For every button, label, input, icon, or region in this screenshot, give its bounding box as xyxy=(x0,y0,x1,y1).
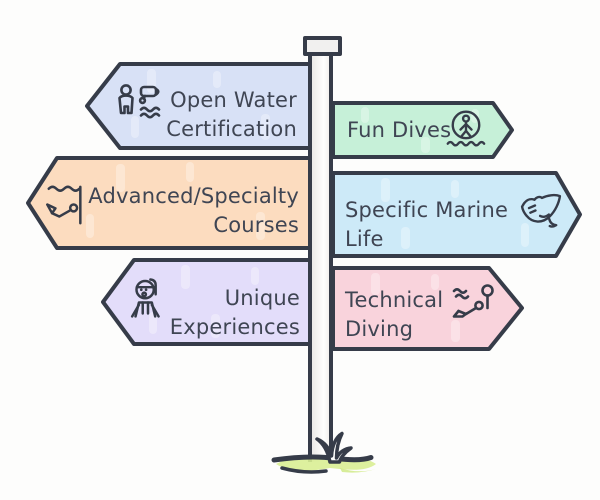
grass-patch-shadow xyxy=(340,468,376,473)
sign-label: Open Water Certification xyxy=(166,86,297,144)
sign-plate xyxy=(85,62,313,150)
technical-diver-icon xyxy=(449,278,497,328)
descending-diver-icon xyxy=(42,178,88,234)
sign-fun-dives: Fun Dives xyxy=(331,101,514,159)
label-line: Life xyxy=(345,227,384,251)
label-line: Fun Dives xyxy=(347,118,452,142)
manta-ray-icon xyxy=(517,187,565,243)
sign-plate xyxy=(331,266,524,351)
diver-certification-icon xyxy=(115,82,165,130)
label-line: Technical xyxy=(345,288,444,312)
ground-line xyxy=(271,454,374,463)
label-line: Specific Marine xyxy=(345,198,509,222)
paper-texture xyxy=(371,273,460,342)
label-line: Courses xyxy=(213,213,299,237)
label-line: Unique xyxy=(224,286,300,310)
sign-technical-diving: Technical Diving xyxy=(331,266,524,351)
ground-line-secondary xyxy=(280,466,328,474)
label-line: Open Water xyxy=(170,88,297,112)
sign-advanced-specialty-courses: Advanced/Specialty Courses xyxy=(26,156,316,250)
signpost-pole-cap xyxy=(303,36,342,56)
grass-tuft xyxy=(315,431,353,464)
snorkeler-icon xyxy=(125,275,171,331)
sign-label: Unique Experiences xyxy=(170,284,300,342)
sign-specific-marine-life: Specific Marine Life xyxy=(331,171,582,258)
label-line: Experiences xyxy=(169,315,300,339)
sign-label: Specific Marine Life xyxy=(345,196,508,254)
paper-texture xyxy=(381,178,529,249)
sign-plate xyxy=(26,156,316,250)
label-line: Certification xyxy=(166,117,297,141)
label-line: Advanced/Specialty xyxy=(88,184,299,208)
paper-texture xyxy=(86,162,265,240)
sign-open-water-certification: Open Water Certification xyxy=(85,62,313,150)
label-line: Diving xyxy=(345,317,414,341)
signpost-pole xyxy=(308,52,333,462)
swimmer-buoy-icon xyxy=(445,107,487,153)
sign-plate xyxy=(331,171,582,258)
sign-label: Advanced/Specialty Courses xyxy=(88,182,299,240)
sign-label: Fun Dives xyxy=(347,116,451,145)
sign-unique-experiences: Unique Experiences xyxy=(101,258,315,346)
ground xyxy=(271,431,376,474)
sign-label: Technical Diving xyxy=(345,286,443,344)
